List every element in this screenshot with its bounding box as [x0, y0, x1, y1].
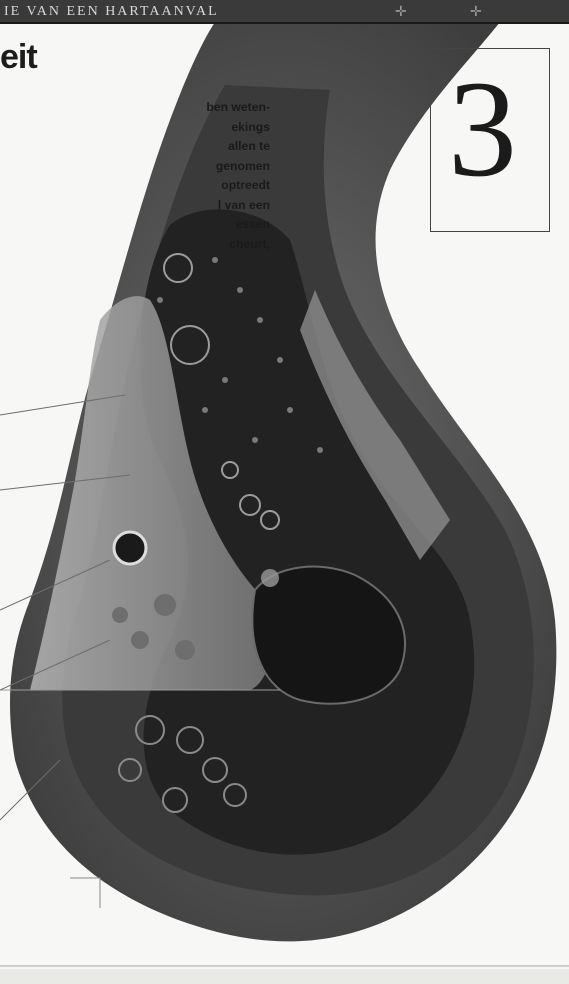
macrophage-cell — [114, 532, 146, 564]
paragraph-line: genomen — [0, 157, 270, 177]
paragraph-line: optreedt — [0, 176, 270, 196]
corner-mark — [70, 878, 100, 908]
paragraph-line: allen te — [0, 137, 270, 157]
chapter-number: 3 — [448, 60, 517, 198]
article-title: eit — [0, 38, 37, 77]
rupture-point — [261, 569, 279, 587]
registration-mark-icon: ✛ — [470, 3, 482, 20]
paragraph-line: l van een — [0, 196, 270, 216]
paragraph-line: ben weten- — [0, 98, 270, 118]
page-bottom-strip — [0, 969, 569, 984]
running-header: IE VAN EEN HARTAANVAL ✛ ✛ — [0, 0, 569, 24]
page-bottom-rule — [0, 965, 569, 967]
paragraph-line: ekings — [0, 118, 270, 138]
registration-mark-icon: ✛ — [395, 3, 407, 20]
article-paragraph: ben weten- ekings allen te genomen optre… — [0, 98, 270, 254]
paragraph-line: essen — [0, 215, 270, 235]
running-header-title: IE VAN EEN HARTAANVAL — [4, 4, 219, 20]
paragraph-line: cheurt, — [0, 235, 270, 255]
